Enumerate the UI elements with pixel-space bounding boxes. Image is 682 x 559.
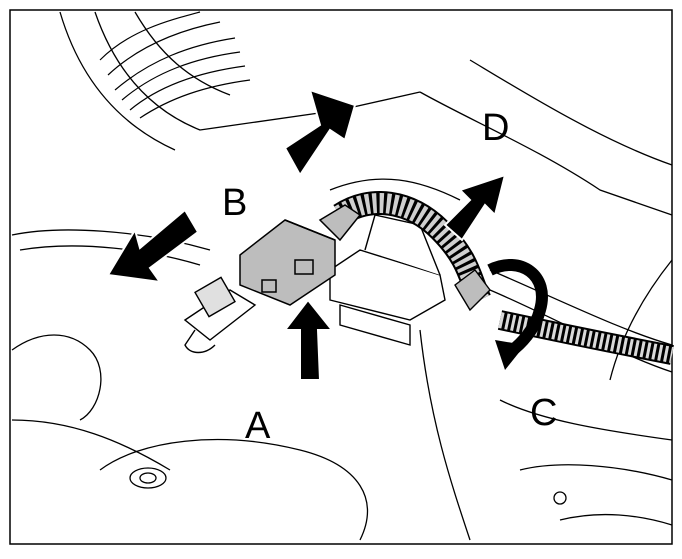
bolt [129,467,167,489]
fastener-hole [553,491,567,505]
ribbed-hose [99,11,251,119]
border [9,9,673,545]
label-c: C [530,392,557,434]
mounting-bracket [329,214,446,346]
wiring-harness-right [497,310,674,365]
press-up-arrow [282,298,335,381]
label-d: D [482,107,509,149]
label-b: B [222,182,247,224]
rotate-arrow [487,259,548,370]
right-arrow [443,173,507,242]
connector-small [454,269,491,312]
label-a: A [245,405,271,447]
electrical-connector [239,204,362,306]
oxygen-sensor [183,276,257,354]
up-arrow [283,88,357,177]
pull-left-arrow [106,208,200,284]
